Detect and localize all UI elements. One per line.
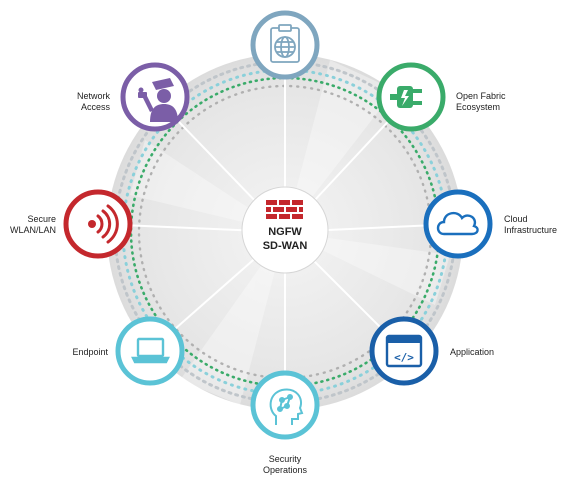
center-title-line2: SD-WAN xyxy=(263,240,308,252)
node-application[interactable]: </> xyxy=(369,316,439,386)
label-network-access: Network Access xyxy=(76,91,110,112)
label-security-operations: Security Operations xyxy=(262,454,308,475)
center-hub[interactable]: NGFW SD-WAN xyxy=(241,186,329,274)
clipboard-globe-icon xyxy=(270,24,300,63)
brain-head-icon xyxy=(269,388,304,425)
node-secure-wlan[interactable] xyxy=(63,189,133,259)
label-secure-wlan: Secure WLAN/LAN xyxy=(9,214,56,235)
cloud-icon xyxy=(436,211,479,236)
node-endpoint[interactable] xyxy=(115,316,185,386)
light-wedges xyxy=(130,60,450,405)
center-title-line1: NGFW xyxy=(268,226,302,238)
node-security-operations[interactable] xyxy=(250,370,320,440)
svg-text:</>: </> xyxy=(394,351,414,364)
laptop-icon xyxy=(131,337,170,364)
node-open-fabric[interactable] xyxy=(376,62,446,132)
node-network-access[interactable] xyxy=(120,62,190,132)
firewall-icon xyxy=(266,200,303,219)
police-officer-icon xyxy=(138,78,178,122)
code-window-icon: </> xyxy=(385,334,423,368)
label-cloud-infrastructure: Cloud Infrastructure xyxy=(504,214,558,235)
label-application: Application xyxy=(450,347,495,357)
node-cloud-infrastructure[interactable] xyxy=(423,189,493,259)
wireless-icon xyxy=(88,204,119,244)
label-endpoint: Endpoint xyxy=(72,347,108,357)
label-open-fabric: Open Fabric Ecosystem xyxy=(456,91,506,112)
plug-icon xyxy=(390,86,422,108)
node-top[interactable] xyxy=(250,10,320,80)
